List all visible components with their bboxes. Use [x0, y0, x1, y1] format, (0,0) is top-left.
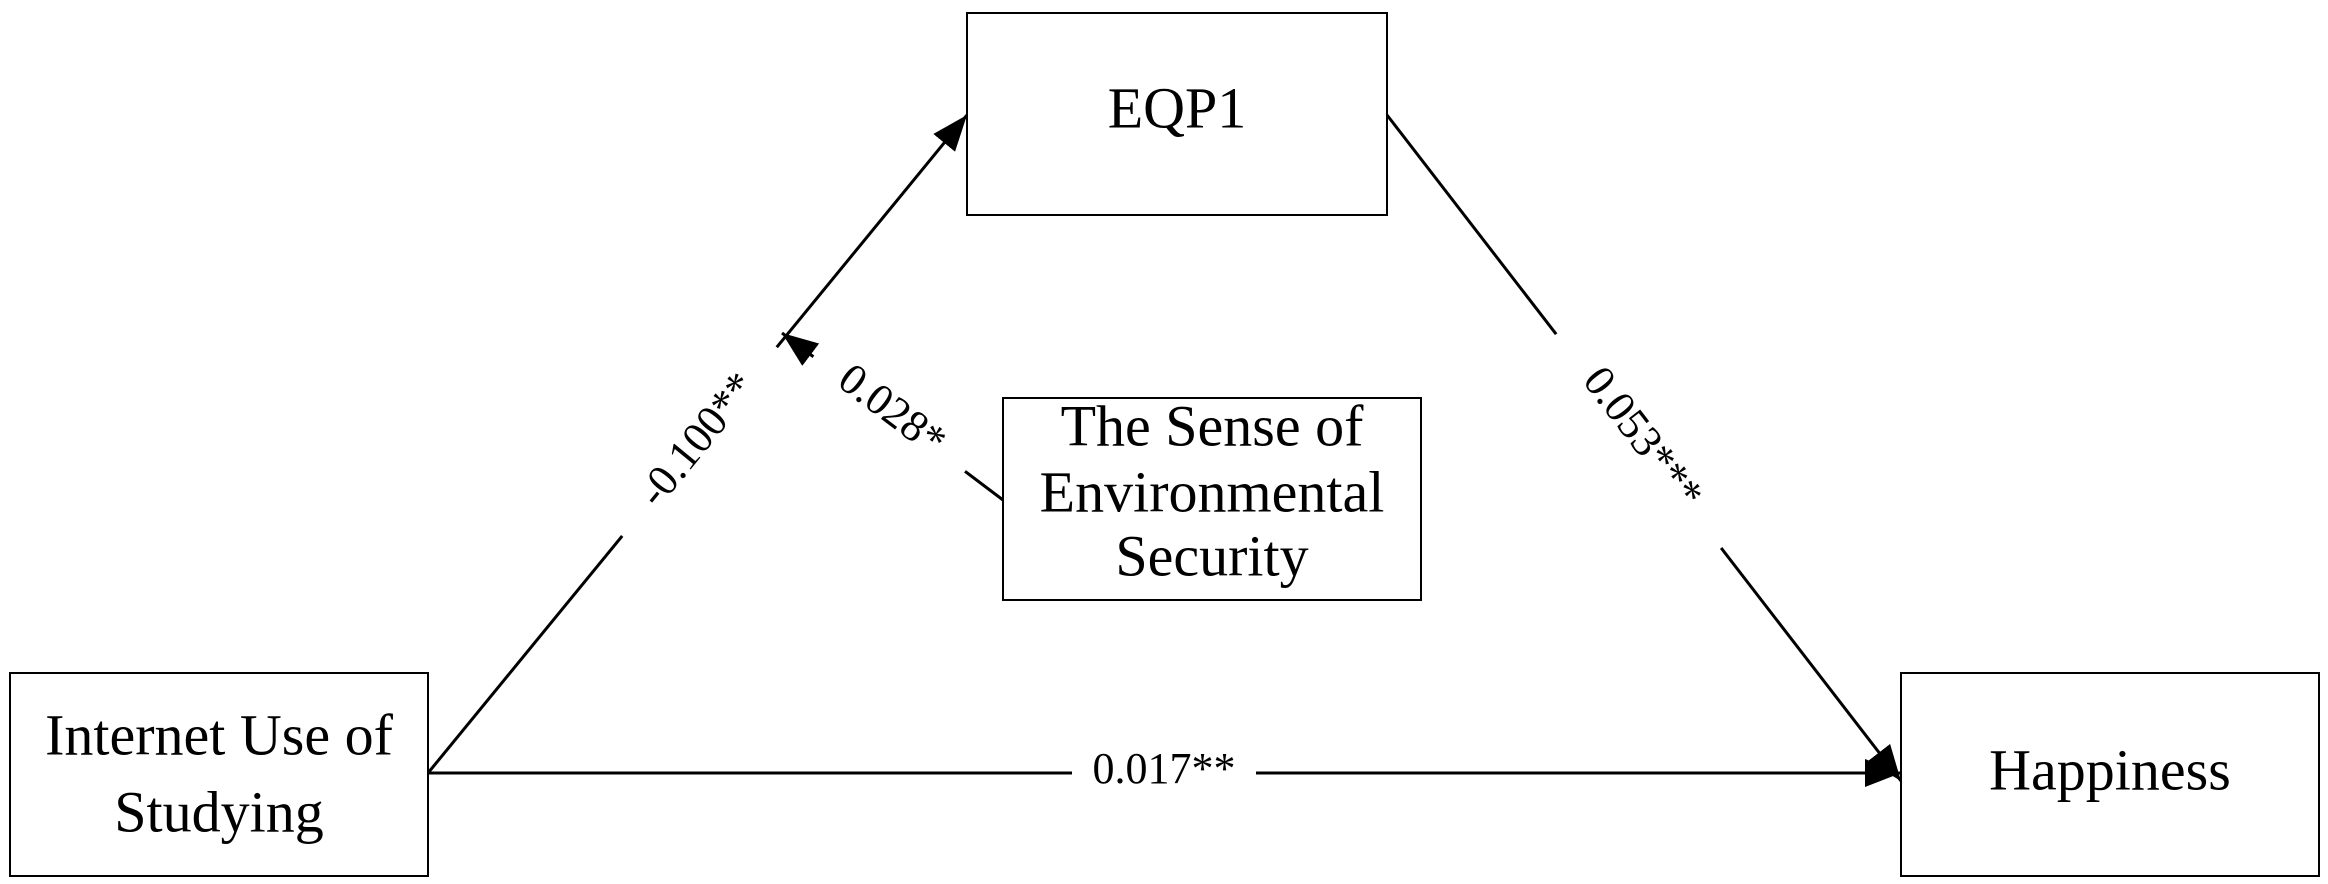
node-internet-use-line-1: Internet Use of	[45, 702, 394, 767]
node-moderator: The Sense of Environmental Security	[1002, 393, 1422, 601]
node-eqp1: EQP1	[966, 12, 1388, 216]
node-internet-use-line-2: Studying	[114, 779, 324, 844]
node-moderator-line-1: The Sense of	[1061, 393, 1364, 458]
node-moderator-line-2: Environmental	[1040, 459, 1385, 524]
label-internet-to-eqp1-text: -0.100**	[628, 363, 766, 516]
label-internet-to-happiness: 0.017**	[1072, 744, 1256, 801]
label-eqp1-to-happiness-text: 0.053***	[1574, 357, 1714, 518]
node-happiness: Happiness	[1900, 672, 2320, 877]
label-internet-to-eqp1: -0.100**	[599, 328, 799, 555]
label-internet-to-happiness-text: 0.017**	[1093, 744, 1236, 793]
node-internet-use: Internet Use of Studying	[9, 672, 429, 877]
node-eqp1-label: EQP1	[1108, 75, 1247, 140]
label-moderation: 0.028*	[797, 331, 984, 493]
node-happiness-label: Happiness	[1989, 737, 2231, 802]
node-moderator-line-3: Security	[1115, 523, 1308, 588]
label-eqp1-to-happiness: 0.053***	[1535, 314, 1747, 564]
